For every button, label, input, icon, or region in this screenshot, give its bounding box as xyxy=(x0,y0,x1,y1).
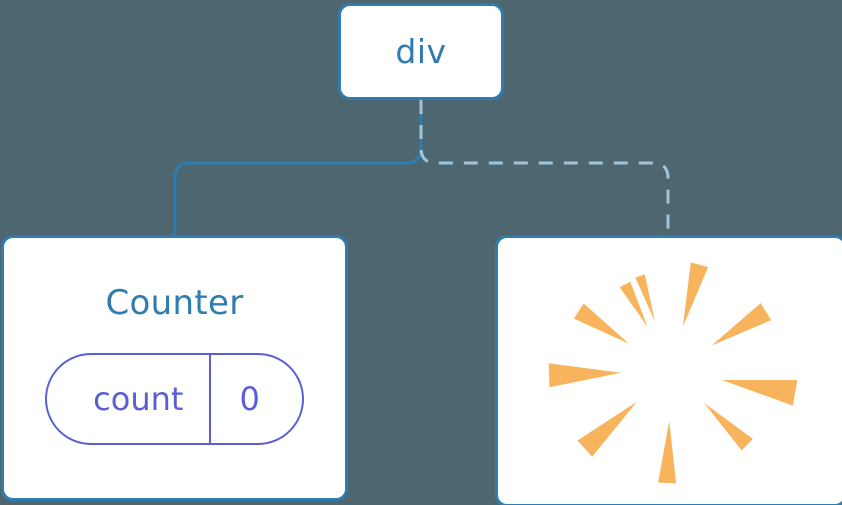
ray-n xyxy=(682,262,709,327)
node-burst[interactable] xyxy=(495,235,842,505)
connector-root-to-burst xyxy=(419,100,670,237)
node-div[interactable]: div xyxy=(338,3,504,100)
ray-nne xyxy=(635,274,655,322)
ray-nw xyxy=(573,303,630,344)
ray-nnw xyxy=(619,281,648,327)
node-counter[interactable]: Counter count 0 xyxy=(1,235,348,501)
state-pill-count[interactable]: count 0 xyxy=(45,353,304,445)
ray-s xyxy=(658,420,677,484)
ray-ese xyxy=(704,402,753,451)
burst-spinner-icon xyxy=(548,262,798,484)
ray-ne xyxy=(711,303,772,346)
state-pill-key: count xyxy=(93,380,184,418)
node-div-label: div xyxy=(395,32,447,71)
node-counter-label: Counter xyxy=(105,283,244,323)
ray-e xyxy=(722,380,798,406)
ray-sw xyxy=(577,401,637,457)
ray-w xyxy=(548,363,622,388)
state-pill-divider xyxy=(209,355,212,443)
connector-root-to-counter xyxy=(173,98,423,239)
state-pill-value: 0 xyxy=(239,380,260,418)
